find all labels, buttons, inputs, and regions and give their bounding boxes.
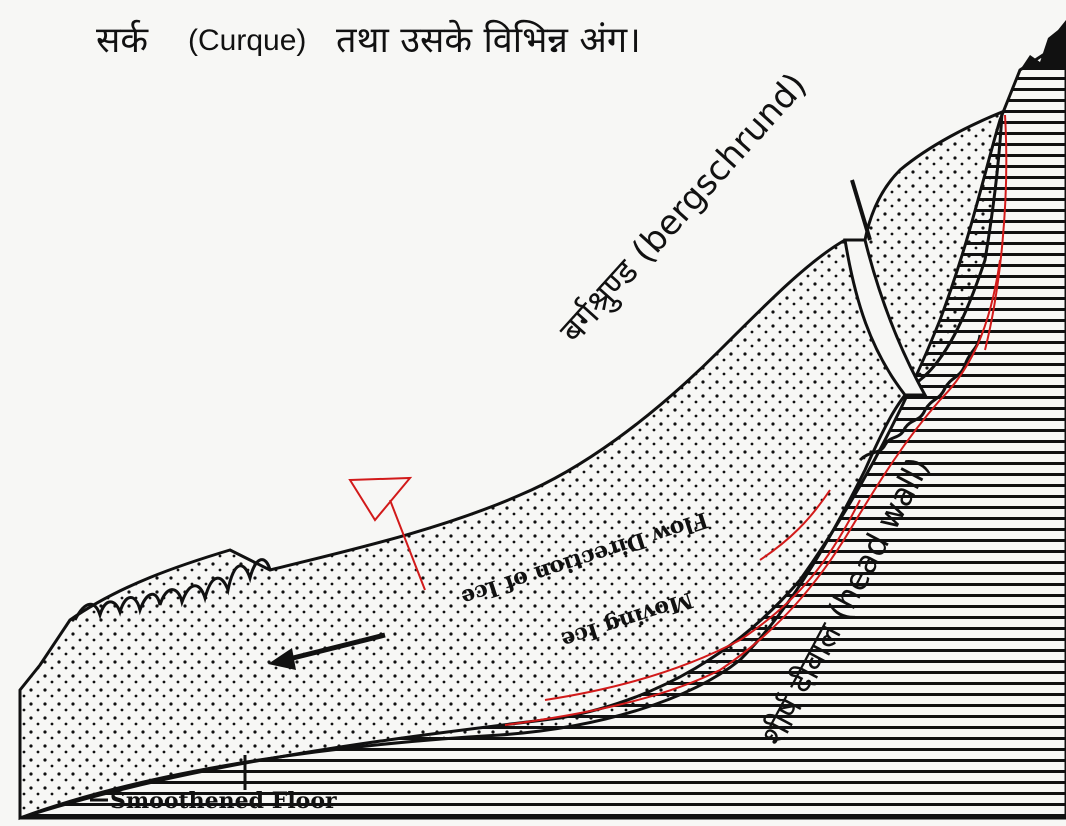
title-hindi: सर्क (96, 19, 149, 61)
title-rest: तथा उसके विभिन्न अंग। (336, 19, 641, 61)
bergschrund-pointer (852, 180, 870, 240)
smoothened-floor-label: Smoothened Floor (110, 788, 337, 814)
headwall-peak (1020, 20, 1066, 70)
title-english: (Curque) (188, 24, 306, 57)
diagram-title: सर्क (Curque) तथा उसके विभिन्न अंग। (96, 19, 641, 61)
